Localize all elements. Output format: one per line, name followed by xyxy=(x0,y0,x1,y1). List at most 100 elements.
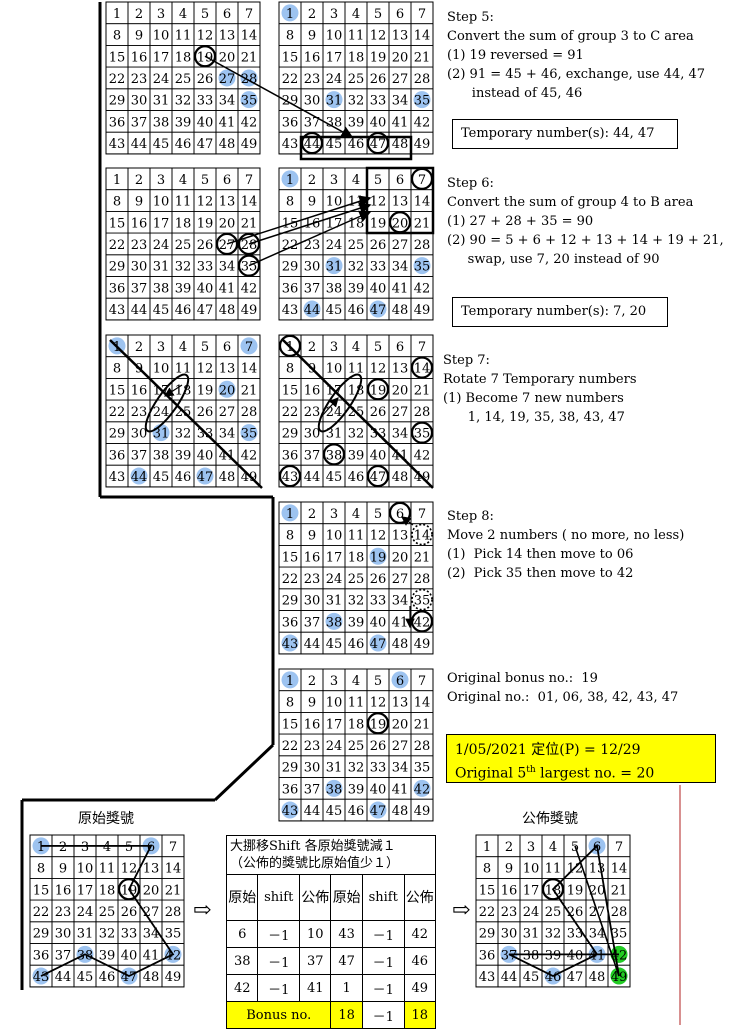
grid-number: 32 xyxy=(545,927,562,942)
grid-number: 30 xyxy=(304,94,321,109)
grid-number: 4 xyxy=(179,7,187,22)
grid-number: 22 xyxy=(282,572,299,587)
grid-number: 16 xyxy=(501,883,518,898)
grid-number: 39 xyxy=(348,281,365,296)
overlay-layer xyxy=(40,55,620,978)
grid-number: 34 xyxy=(392,594,409,609)
grid-number: 31 xyxy=(153,260,170,275)
grid-number: 49 xyxy=(414,303,431,318)
shift-table: 大挪移Shift 各原始獎號減１（公佈的獎號比原始值少１） 原始 shift 公… xyxy=(225,835,436,1029)
grid-number: 36 xyxy=(109,115,126,130)
grid-number: 19 xyxy=(370,50,387,65)
grid-number: 32 xyxy=(99,927,116,942)
grid-number: 35 xyxy=(241,427,258,442)
grid-number: 22 xyxy=(109,72,126,87)
grid-number: 21 xyxy=(165,883,182,898)
grid-number: 28 xyxy=(414,238,431,253)
grid-number: 30 xyxy=(304,761,321,776)
grid-number: 23 xyxy=(304,405,321,420)
grid-number: 48 xyxy=(392,137,409,152)
ring-marker xyxy=(410,356,434,379)
grid-number: 45 xyxy=(153,303,170,318)
ring-marker xyxy=(322,443,346,466)
grid-number: 40 xyxy=(370,615,387,630)
grid-number: 4 xyxy=(352,173,360,188)
grid-number: 40 xyxy=(370,448,387,463)
grid-number: 11 xyxy=(175,362,192,377)
grid-number: 46 xyxy=(348,303,365,318)
grid-number: 38 xyxy=(153,115,170,130)
grid-number: 5 xyxy=(374,674,382,689)
grid-number: 29 xyxy=(282,761,299,776)
shift-table-title: 大挪移Shift 各原始獎號減１（公佈的獎號比原始值少１） xyxy=(226,835,436,875)
grid-number: 32 xyxy=(175,427,192,442)
grid-number: 4 xyxy=(179,173,187,188)
grid-number: 28 xyxy=(414,739,431,754)
grid-number: 25 xyxy=(348,739,365,754)
grid-number: 30 xyxy=(304,427,321,442)
grid-number: 29 xyxy=(109,94,126,109)
grid-number: 48 xyxy=(219,303,236,318)
step7-heading: Step 7: xyxy=(443,353,490,368)
grid-number: 43 xyxy=(282,303,299,318)
grid-number: 35 xyxy=(611,927,628,942)
grid-number: 6 xyxy=(396,674,404,689)
grid-number: 24 xyxy=(523,905,540,920)
hdr-pub-1: 公佈 xyxy=(299,874,332,921)
grid-cell xyxy=(607,964,631,988)
grid-number: 31 xyxy=(326,594,343,609)
grid-number: 34 xyxy=(392,94,409,109)
grid-number: 43 xyxy=(109,470,126,485)
grid-number: 16 xyxy=(304,550,321,565)
grid-number: 28 xyxy=(241,72,258,87)
grid-number: 8 xyxy=(286,362,294,377)
grid-number: 3 xyxy=(157,340,165,355)
grid-number: 9 xyxy=(59,862,67,877)
grid-number: 39 xyxy=(348,615,365,630)
grid-number: 40 xyxy=(197,115,214,130)
grid-number: 28 xyxy=(611,905,628,920)
grid-number: 10 xyxy=(153,362,170,377)
grid-number: 29 xyxy=(33,927,50,942)
grid-number: 43 xyxy=(109,137,126,152)
grid-number: 47 xyxy=(370,637,387,652)
grid-number: 22 xyxy=(282,72,299,87)
grid-number: 48 xyxy=(589,970,606,985)
grid-number: 45 xyxy=(523,970,540,985)
grid-number: 7 xyxy=(245,7,253,22)
blue-dot xyxy=(240,91,258,109)
grid-number: 15 xyxy=(33,883,50,898)
grid-number: 8 xyxy=(286,29,294,44)
grid-number: 25 xyxy=(175,72,192,87)
grid-number: 31 xyxy=(523,927,540,942)
grid-number: 14 xyxy=(611,862,628,877)
grid-number: 23 xyxy=(501,905,518,920)
grid-number: 33 xyxy=(370,761,387,776)
grid-number: 17 xyxy=(523,883,540,898)
step8-line-3: (2) Pick 35 then move to 42 xyxy=(447,566,634,581)
connector-line xyxy=(109,339,263,489)
grid-number: 8 xyxy=(286,195,294,210)
grid-number: 29 xyxy=(282,260,299,275)
grid-number: 21 xyxy=(414,550,431,565)
step5-line-3: (2) 91 = 45 + 46, exchange, use 44, 47 xyxy=(447,67,706,82)
grid-number: 22 xyxy=(282,405,299,420)
grid-number: 5 xyxy=(201,7,209,22)
blue-dot xyxy=(369,801,387,819)
grid-number: 47 xyxy=(370,137,387,152)
grid-number: 44 xyxy=(501,970,518,985)
grid-number: 30 xyxy=(304,260,321,275)
grid-number: 49 xyxy=(414,137,431,152)
grid-number: 10 xyxy=(326,529,343,544)
grid-number: 27 xyxy=(392,238,409,253)
grid-number: 3 xyxy=(330,674,338,689)
grid-number: 37 xyxy=(131,448,148,463)
grid-number: 15 xyxy=(282,50,299,65)
grid-number: 19 xyxy=(370,717,387,732)
step5-heading: Step 5: xyxy=(447,10,494,25)
right-title: 公佈獎號 xyxy=(522,811,578,827)
grid-number: 27 xyxy=(219,72,236,87)
grid-number: 1 xyxy=(286,173,294,188)
